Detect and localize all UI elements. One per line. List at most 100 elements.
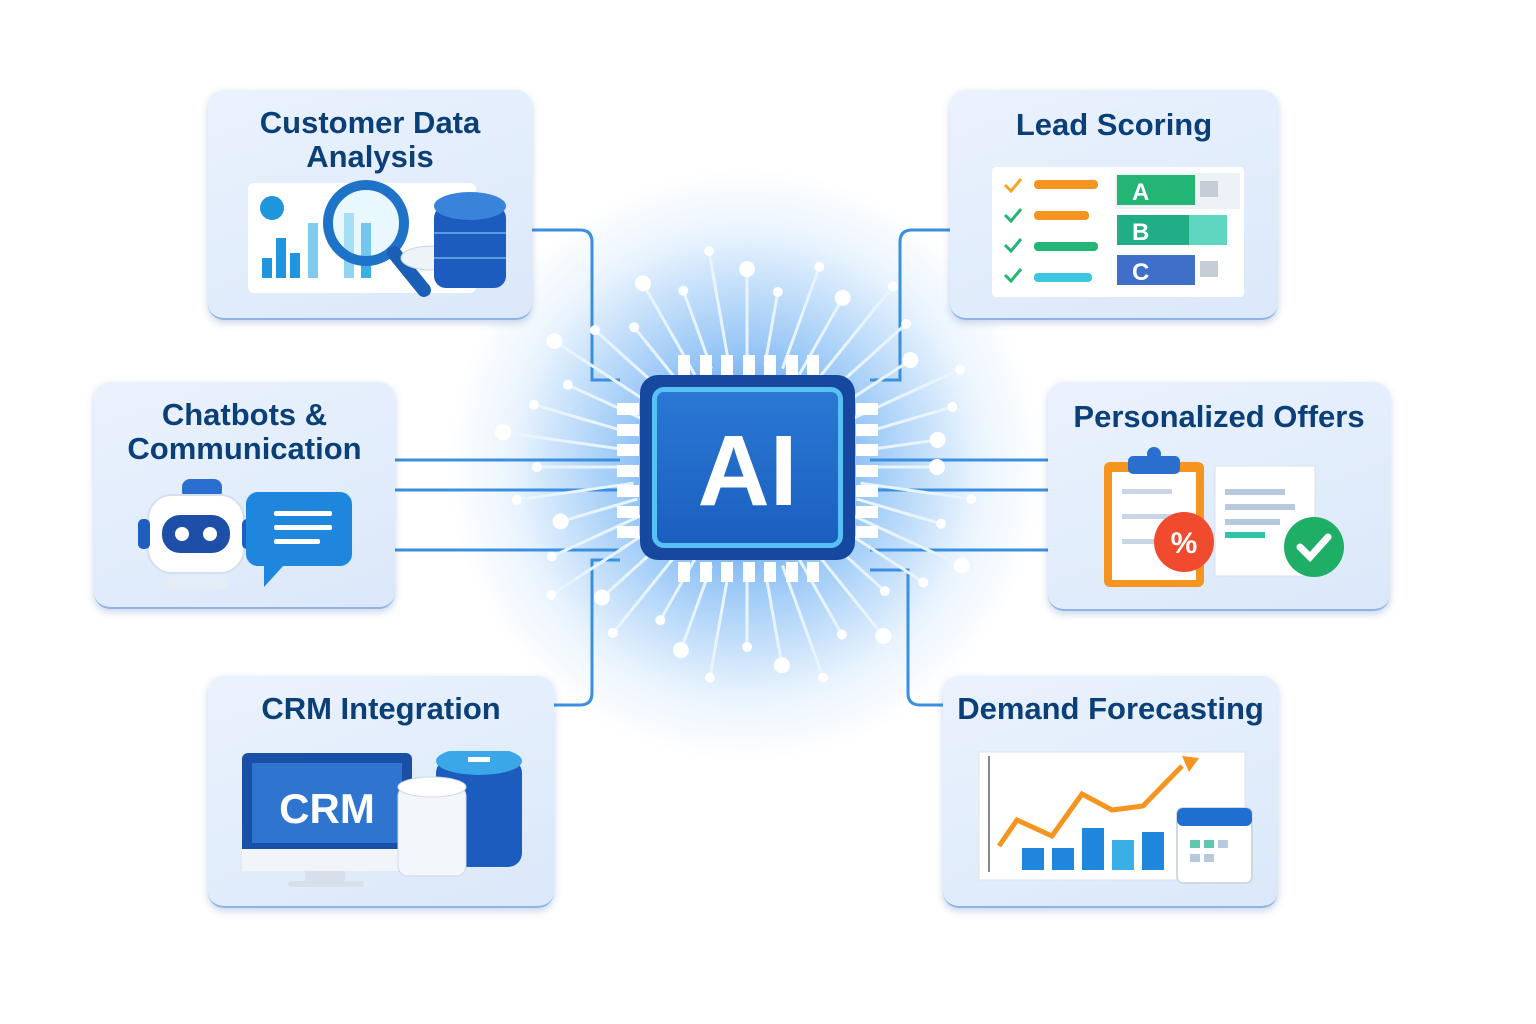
- circuit-node: [511, 494, 522, 505]
- circuit-node: [936, 518, 947, 529]
- connector-crm: [554, 558, 620, 707]
- offer-clipboard-icon: %: [1104, 447, 1344, 587]
- chip-pin: [617, 444, 639, 456]
- connector-customer-data: [532, 228, 620, 382]
- card-title: Demand Forecasting: [957, 691, 1264, 726]
- circuit-node: [629, 322, 640, 333]
- forecast-chart-calendar-icon: [978, 751, 1253, 884]
- circuit-trace: [763, 291, 780, 366]
- card-personalized-offers[interactable]: Personalized Offers %: [1048, 382, 1390, 611]
- circuit-node: [875, 627, 892, 644]
- analytics-search-database-icon: [248, 180, 506, 297]
- chip-pin: [785, 562, 798, 582]
- chip-pin: [617, 505, 639, 518]
- chip-pin: [617, 526, 639, 538]
- card-lead-scoring[interactable]: Lead Scoring A B C: [950, 90, 1278, 320]
- card-chatbots-communication[interactable]: Chatbots &Communication: [94, 382, 395, 609]
- grade-c: C: [1132, 259, 1149, 286]
- circuit-trace: [560, 497, 639, 523]
- chip-pin: [617, 423, 639, 436]
- circuit-node: [887, 281, 898, 292]
- chip-pin: [807, 562, 819, 582]
- circuit-node: [703, 245, 714, 256]
- grade-b: B: [1132, 219, 1149, 246]
- chip-pin: [699, 355, 712, 375]
- discount-badge: %: [1171, 527, 1198, 560]
- circuit-node: [546, 590, 557, 601]
- connector-forecast: [870, 568, 943, 707]
- grade-a: A: [1132, 179, 1149, 206]
- circuit-trace: [813, 549, 885, 637]
- circuit-node: [929, 431, 946, 448]
- chip-pin: [764, 355, 776, 375]
- circuit-trace: [781, 564, 825, 679]
- chip-pin: [721, 355, 733, 375]
- circuit-trace: [611, 549, 681, 634]
- circuit-node: [528, 399, 539, 410]
- circuit-trace: [848, 512, 963, 567]
- chip-pin: [678, 562, 690, 582]
- circuit-trace: [551, 512, 646, 558]
- circuit-node: [901, 318, 912, 329]
- card-crm-integration[interactable]: CRM Integration CRM: [208, 676, 554, 908]
- card-demand-forecasting[interactable]: Demand Forecasting: [943, 676, 1278, 908]
- ai-chip-label: AI: [697, 415, 798, 527]
- circuit-node: [742, 642, 752, 652]
- circuit-node: [546, 333, 563, 350]
- lead-scoring-checklist-icon: A B C: [992, 167, 1244, 297]
- circuit-trace: [797, 297, 845, 376]
- card-title: Personalized Offers: [1073, 399, 1365, 434]
- card-title: Lead Scoring: [1015, 107, 1213, 142]
- chatbot-message-icon: [138, 479, 352, 589]
- circuit-node: [879, 586, 890, 597]
- chip-pin: [721, 562, 733, 582]
- chip-pin: [617, 464, 639, 477]
- chip-pin: [617, 403, 639, 415]
- circuit-node: [704, 672, 715, 683]
- circuit-trace: [797, 558, 844, 636]
- circuit-trace: [632, 326, 681, 385]
- circuit-trace: [860, 481, 972, 501]
- circuit-trace: [781, 266, 821, 370]
- circuit-node: [902, 352, 919, 369]
- connector-lead-scoring: [870, 228, 950, 382]
- circuit-node: [947, 401, 958, 412]
- circuit-node: [546, 551, 557, 562]
- circuit-node: [635, 275, 652, 292]
- circuit-node: [772, 286, 783, 297]
- circuit-node: [532, 462, 542, 472]
- circuit-node: [773, 657, 790, 674]
- circuit-trace: [502, 430, 634, 453]
- circuit-node: [562, 379, 573, 390]
- circuit-trace: [707, 250, 731, 366]
- circuit-node: [818, 672, 829, 683]
- circuit-trace: [763, 568, 784, 666]
- circuit-node: [607, 628, 618, 639]
- circuit-node: [672, 642, 689, 659]
- circuit-node: [966, 493, 977, 504]
- card-title: Chatbots &Communication: [127, 397, 362, 466]
- chip-pin: [856, 403, 878, 415]
- circuit-trace: [813, 285, 894, 385]
- circuit-node: [495, 424, 512, 441]
- circuit-node: [953, 557, 970, 574]
- card-title: CRM Integration: [261, 691, 501, 726]
- circuit-trace: [550, 526, 655, 597]
- circuit-node: [814, 261, 825, 272]
- chip-pin: [617, 485, 639, 497]
- circuit-node: [552, 513, 569, 530]
- chip-pin: [742, 562, 755, 582]
- ai-chip: AI: [640, 375, 855, 560]
- crm-screen-label: CRM: [279, 785, 375, 832]
- circuit-trace: [516, 481, 634, 502]
- chip-pin: [856, 526, 878, 538]
- chip-pin: [856, 505, 878, 518]
- circuit-node: [594, 589, 611, 606]
- chip-pin: [699, 562, 712, 582]
- chip-pin: [807, 355, 819, 375]
- circuit-node: [954, 364, 965, 375]
- chip-pin: [856, 485, 878, 497]
- chip-pin: [742, 355, 755, 375]
